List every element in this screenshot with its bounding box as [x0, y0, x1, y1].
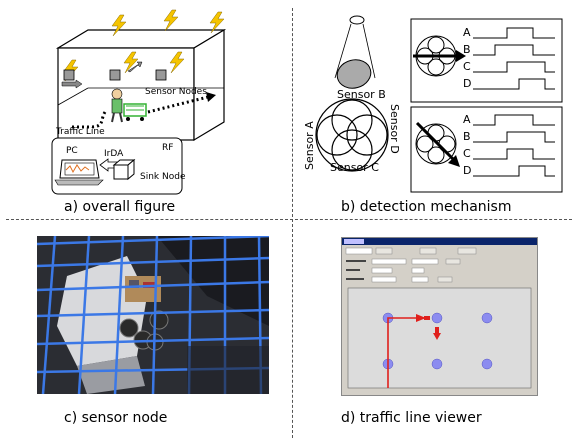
sensor-node-photo-art	[37, 236, 269, 394]
laptop-icon	[54, 159, 104, 186]
detection-mechanism-diagram: Sensor B Sensor C Sensor A Sensor D A B	[303, 15, 563, 193]
caption-d: d) traffic line viewer	[341, 410, 482, 426]
signal-d-label: D	[463, 77, 471, 90]
sensor-b-label: Sensor B	[337, 88, 386, 101]
signal-a-label-2: A	[463, 113, 471, 126]
horizontal-divider	[6, 219, 572, 220]
sensor-cone-icon	[334, 15, 376, 89]
sensor-node-icon	[63, 69, 167, 81]
sensor-c-label: Sensor C	[330, 161, 379, 174]
signal-c-label-2: C	[463, 147, 471, 160]
sensor-a-label: Sensor A	[303, 121, 316, 170]
caption-a: a) overall figure	[64, 199, 176, 215]
vertical-divider	[292, 8, 293, 438]
panel-a-overall-figure: PC IrDA RF Sink Node Sensor Nodes Traffi…	[0, 0, 292, 219]
traffic-line-label: Traffic Line	[55, 127, 105, 137]
person-icon	[111, 88, 123, 123]
signal-b-label-2: B	[463, 130, 471, 143]
sensor-coverage-circles	[316, 99, 388, 171]
traffic-line-viewer-window	[341, 237, 538, 396]
sensor-node-photo	[37, 236, 269, 394]
traffic-line-viewer-art	[342, 238, 537, 389]
sensor-nodes-label: Sensor Nodes	[145, 87, 207, 97]
signal-a-label: A	[463, 26, 471, 39]
caption-b: b) detection mechanism	[341, 199, 512, 215]
signal-c-label: C	[463, 60, 471, 73]
overall-figure-diagram: PC IrDA RF Sink Node Sensor Nodes Traffi…	[51, 9, 227, 195]
rf-label: RF	[162, 143, 173, 153]
caption-c: c) sensor node	[64, 410, 168, 426]
panel-b-detection-mechanism: Sensor B Sensor C Sensor A Sensor D A B	[293, 0, 578, 219]
pc-label: PC	[66, 146, 78, 156]
irda-label: IrDA	[104, 149, 124, 159]
signal-d-label-2: D	[463, 164, 471, 177]
cart-icon	[123, 103, 147, 121]
signal-b-label: B	[463, 43, 471, 56]
sensor-d-label: Sensor D	[388, 104, 401, 154]
sink-node-icon	[112, 158, 136, 181]
sink-node-label: Sink Node	[140, 172, 186, 182]
